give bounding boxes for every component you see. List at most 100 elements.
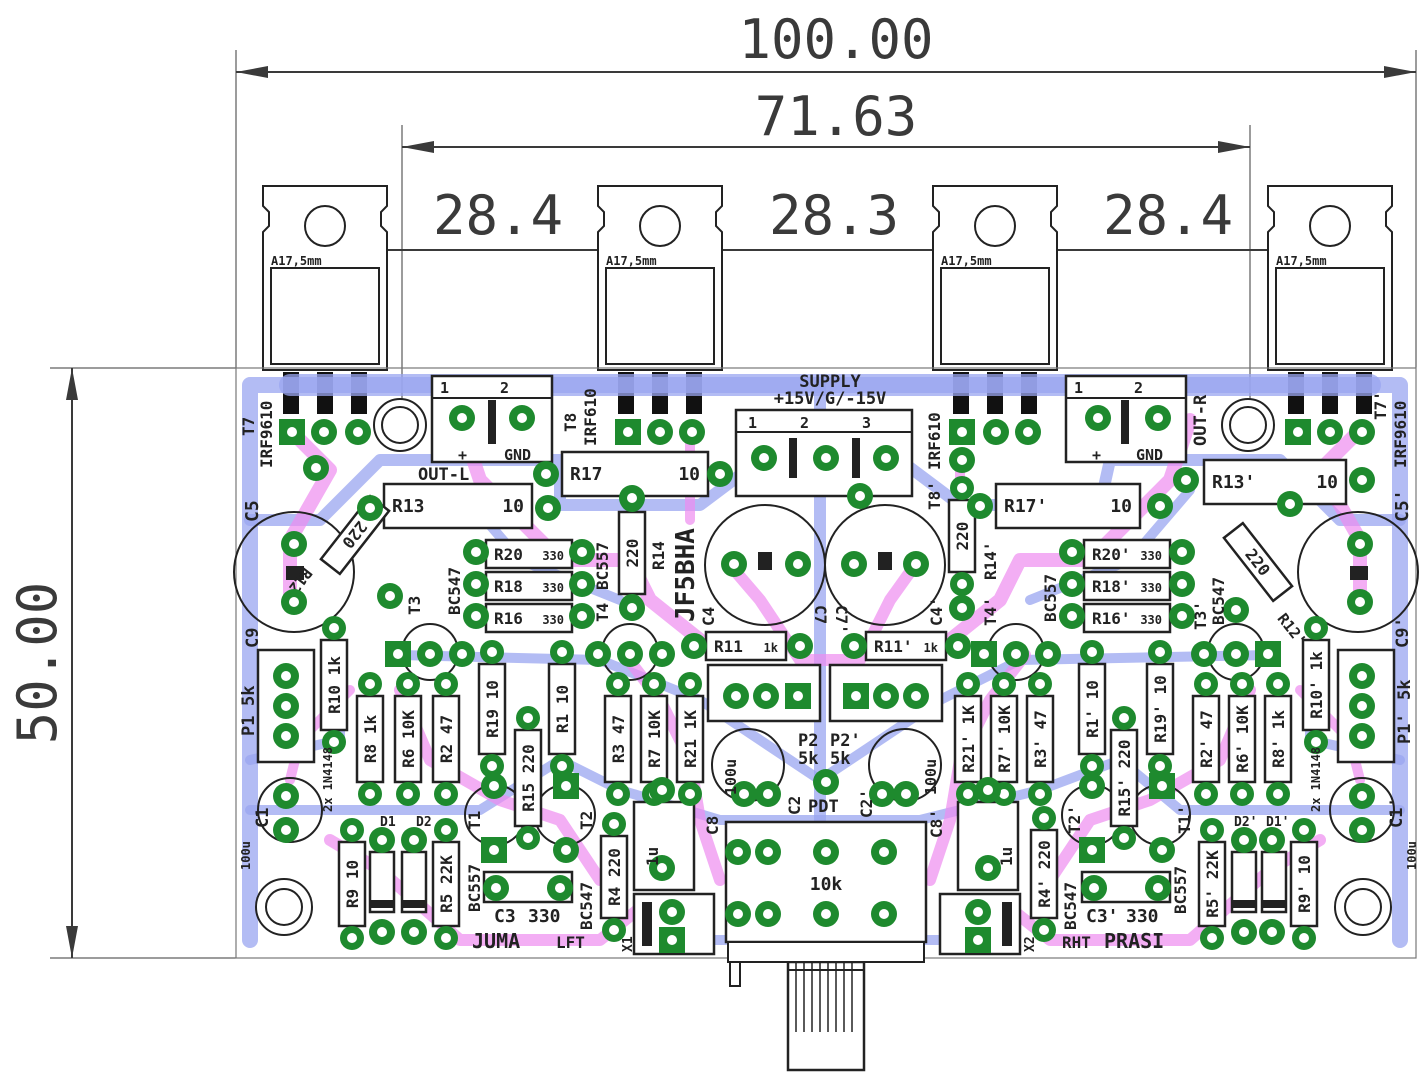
t2-label: T2 [577,811,596,830]
resistor: R11' 1k [864,630,948,662]
t8p-label: T8' [925,481,944,510]
resistor-vertical: R19' 10 [1145,640,1175,778]
diodes-right: 2x 1N4148 [1309,747,1323,812]
r14-label: R14 [649,541,668,570]
dim-gap-right: 28.4 [1103,184,1233,247]
resistor-label: R6 10K [399,710,418,768]
c2p-label: C2' [857,789,876,818]
resistor-vertical: R7' 10K [989,672,1019,806]
c4p-label: C4' [927,597,946,626]
resistor-label: R15 220 [519,744,538,811]
silkscreen-labels: SUPPLY +15V/G/-15V 1 2 3 1 2 + GND 1 2 +… [239,372,1419,953]
resistor-vertical: R1' 10 [1077,640,1107,778]
resistor-label: R9 10 [343,860,362,908]
resistor-label: R11 [714,637,743,656]
cap-100u-right: 100u [922,759,940,795]
x1-label: X1 [621,936,636,952]
dimensions: 100.00 71.63 28.4 28.3 28.4 50.00 [6,8,1417,959]
resistor-label: R2 47 [437,715,456,763]
pot-value: 10k [810,874,843,895]
t2p-label: T2' [1065,805,1084,834]
resistor-label: R2' 47 [1197,710,1216,768]
author-left: JUMA [472,929,520,953]
dim-gap-left: 28.4 [433,184,563,247]
resistor-value: 330 [1140,581,1162,595]
resistor-vertical: R15 220 [513,706,543,850]
bc547-right: BC547 [1209,577,1228,625]
to220-t7: A17,5mm [262,185,388,414]
resistor-vertical: R10 1k [319,616,349,754]
svg-text:1: 1 [1074,379,1083,397]
out-right-label: OUT-R [1191,394,1211,446]
d1-label: D1 [380,815,396,830]
bc547-bottom-right: BC547 [1061,882,1080,930]
resistor-value: 330 [1140,613,1162,627]
dim-overall-width: 100.00 [738,8,933,71]
resistor-label: R20' [1092,545,1131,564]
dim-pitch-span: 71.63 [755,85,918,148]
bc557-left: BC557 [593,542,612,590]
resistor-label: R1 10 [553,685,572,733]
t4p-label: T4' [981,597,1000,626]
resistor: R13' 10 [1202,458,1348,506]
resistor-vertical: R9 10 [337,818,367,950]
c9-label: C9 [243,628,263,648]
c8-value: 1u [643,847,662,866]
resistor-vertical: R6 10K [393,672,423,806]
resistor-vertical: R10' 1k [1301,616,1331,754]
resistor-label: R10 1k [325,656,344,714]
resistor-vertical: R3' 47 [1025,672,1055,806]
heatsink-note: A17,5mm [606,254,657,268]
author-right: PRASI [1104,929,1164,953]
r14p-label: R14' [981,541,1000,580]
bc557-right: BC557 [1041,574,1060,622]
resistor-label: 220 [623,539,642,568]
pads [273,405,1375,953]
t7p-label: T7' [1371,391,1390,420]
resistor-label: R4' 220 [1035,840,1054,907]
t7p-type: IRF9610 [1391,401,1410,468]
resistor-vertical: R8 1k [355,672,385,806]
c3-value: 330 [528,906,561,927]
resistor-vertical: 220 [947,476,977,596]
resistor-label: R7 10K [645,710,664,768]
resistor-label: R13' [1212,472,1255,493]
resistor-value: 1k [924,641,939,655]
resistor-label: R17 [570,464,603,485]
p1p-value: 5k [1395,680,1415,700]
resistor-label: R19' 10 [1151,675,1170,742]
cap-100u-left: 100u [722,759,740,795]
t3-label: T3 [405,596,424,615]
resistor-value: 10 [678,464,700,485]
resistor-label: R8' 1k [1269,710,1288,768]
resistor-label: R11' [874,637,913,656]
resistor-value: 330 [542,549,564,563]
d2p-label: D2' [1234,815,1257,830]
resistor-value: 330 [542,613,564,627]
dim-board-height: 50.00 [6,582,69,745]
resistor-value: 10 [1110,496,1132,517]
resistor-vertical: R15' 220 [1109,706,1139,850]
resistor-value: 330 [542,581,564,595]
resistor-label: R9' 10 [1295,855,1314,913]
svg-text:2: 2 [1134,379,1143,397]
resistor-value: 10 [1316,472,1338,493]
right-tag: RHT [1062,933,1091,952]
bc547-bottom-left: BC547 [577,882,596,930]
resistor-label: R10' 1k [1307,651,1326,719]
t1-label: T1 [465,811,484,830]
x2-label: X2 [1023,936,1038,952]
svg-text:2: 2 [800,414,809,432]
resistor-vertical: R4 220 [599,812,629,942]
resistor-label: R21 1K [681,710,700,768]
resistor-label: R1' 10 [1083,680,1102,738]
dim-gap-middle: 28.3 [769,184,899,247]
t3p-label: T3' [1191,601,1210,630]
t7-type: IRF9610 [257,401,276,468]
c5p-label: C5' [1392,489,1413,522]
bc557-bottom-left: BC557 [465,864,484,912]
to220-t8: A17,5mm [597,185,723,414]
resistor-value: 10 [502,496,524,517]
